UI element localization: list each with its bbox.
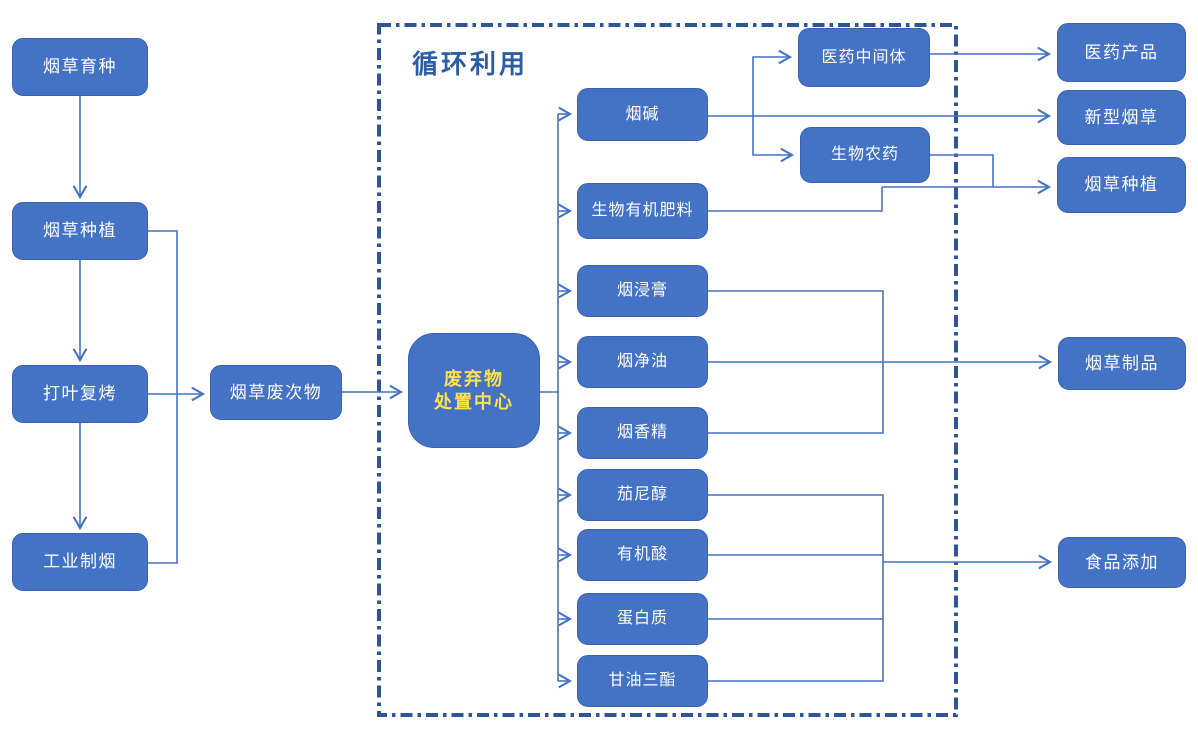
node-bio-pesticide: 生物农药 [800,127,930,183]
node-tobacco-waste: 烟草废次物 [210,365,342,420]
node-triglyceride: 甘油三酯 [577,655,708,707]
node-tobacco-planting: 烟草种植 [12,202,148,260]
node-industrial-cigarette: 工业制烟 [12,533,148,591]
edge-fertilizer-out [708,187,883,212]
node-nicotine: 烟碱 [577,88,708,141]
node-pharma-product: 医药产品 [1057,23,1186,82]
edge-nicotine-bio-pesticide [752,116,795,163]
edge-solanesol-triglyceride-merge [708,494,884,682]
node-tobacco-product: 烟草制品 [1058,337,1186,390]
edge-planting-industry-merge [145,230,178,564]
node-tobacco-planting-out: 烟草种植 [1057,157,1186,213]
node-tobacco-flavor: 烟香精 [577,407,708,459]
node-protein: 蛋白质 [577,593,708,645]
node-bio-organic-fertilizer: 生物有机肥料 [577,183,708,239]
node-waste-disposal-center: 废弃物 处置中心 [408,333,540,448]
node-solanesol: 茄尼醇 [577,469,708,521]
recycle-zone-label: 循环利用 [412,49,529,79]
node-new-tobacco: 新型烟草 [1057,90,1186,145]
edge-nicotine-pharma-intermediate [752,49,793,116]
node-tobacco-extract: 烟浸膏 [577,265,708,317]
node-organic-acid: 有机酸 [577,529,708,581]
edge-bio-pesticide-out [930,154,994,187]
node-tobacco-breeding: 烟草育种 [12,38,148,96]
node-pharma-intermediate: 医药中间体 [798,28,930,87]
node-leaf-redrying: 打叶复烤 [12,365,148,423]
edge-center-spine [540,114,559,681]
node-food-additive: 食品添加 [1058,537,1186,588]
node-tobacco-oil: 烟净油 [577,336,708,388]
edge-acid-food-additive [708,555,1050,562]
recycle-zone-border [377,23,958,717]
